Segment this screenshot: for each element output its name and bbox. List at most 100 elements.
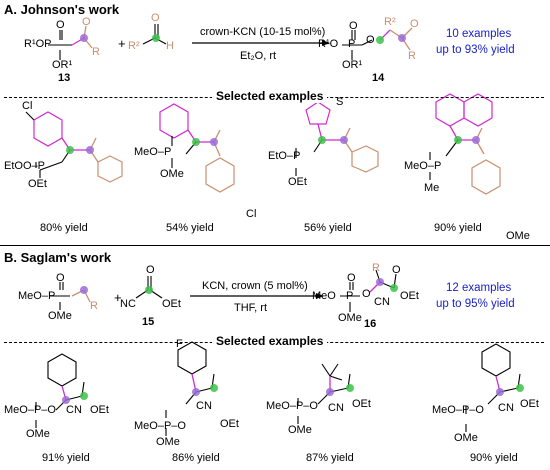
product-14-r1o: R¹O	[318, 38, 339, 50]
conditions-b-bottom: THF, rt	[234, 302, 267, 314]
reactant-b-ome: OMe	[48, 310, 72, 322]
example-a3-ester: EtO–P	[268, 150, 301, 162]
product-16-r: R	[372, 262, 380, 274]
example-b1-meo: MeO–P–O	[4, 404, 56, 416]
example-a4-yield: 90% yield	[434, 222, 482, 234]
selected-examples-b: Selected examples	[212, 334, 328, 348]
example-a1-yield: 80% yield	[40, 222, 88, 234]
examples-count-a: 10 examples	[446, 28, 512, 40]
reactant-b-meo: MeO–P	[18, 290, 56, 302]
example-b2-cn: CN	[196, 400, 212, 412]
example-b1-cn: CN	[66, 404, 82, 416]
example-b4-yield: 90% yield	[470, 452, 518, 464]
example-b4-meo: MeO–P–O	[432, 404, 484, 416]
reactant-13-r: R	[92, 46, 100, 58]
aldehyde-o: O	[151, 12, 160, 24]
reactant-15	[135, 276, 163, 299]
product-16-ome: OMe	[338, 312, 362, 324]
reactant-15-oet: OEt	[162, 298, 181, 310]
example-a1-oet: OEt	[28, 178, 47, 190]
example-a4-ester: MeO–P	[404, 160, 442, 172]
product-14	[342, 27, 413, 60]
conditions-a-bottom: Et₂O, rt	[240, 50, 277, 62]
yield-range-a: up to 93% yield	[436, 44, 515, 56]
examples-count-b: 12 examples	[446, 282, 512, 294]
reactant-13-ester: R¹OP	[24, 38, 52, 50]
example-a1-structure	[25, 111, 123, 183]
product-14-o: O	[349, 20, 358, 32]
reactant-b-o: O	[56, 272, 65, 284]
reactant-15-o: O	[146, 264, 155, 276]
example-b4-oet: OEt	[520, 398, 539, 410]
example-b4-structure	[465, 343, 524, 432]
example-b2-ome: OMe	[156, 436, 180, 448]
example-b2-yield: 86% yield	[172, 452, 220, 464]
example-a2-ester: MeO–P	[134, 146, 172, 158]
example-a4-me: Me	[424, 182, 440, 194]
example-b3-ome: OMe	[288, 424, 312, 436]
example-b1-structure	[35, 353, 88, 428]
reactant-13-number: 13	[58, 72, 71, 84]
example-b1-ome: OMe	[26, 428, 50, 440]
product-16-number: 16	[364, 318, 377, 330]
plus-b: +	[114, 290, 122, 305]
example-b3-yield: 87% yield	[306, 452, 354, 464]
example-b4-ome: OMe	[454, 432, 478, 444]
example-a2-ome: OMe	[160, 168, 184, 180]
reactant-13-carbonyl-o: O	[82, 16, 91, 28]
product-14-r: R	[408, 50, 416, 62]
product-14-or1: OR¹	[342, 59, 363, 71]
section-a-title: A. Johnson's work	[4, 2, 120, 17]
aldehyde	[142, 24, 167, 45]
example-a4-ome: OMe	[506, 230, 530, 242]
product-16	[340, 269, 398, 312]
example-a2-structure	[159, 103, 235, 193]
reactant-b-r: R	[90, 300, 98, 312]
example-b1-yield: 91% yield	[42, 452, 90, 464]
example-a3-structure	[295, 101, 379, 176]
example-a2-yield: 54% yield	[166, 222, 214, 234]
product-14-carbonyl-o: O	[410, 18, 419, 30]
reactant-15-number: 15	[142, 316, 155, 328]
example-b1-oet: OEt	[90, 404, 109, 416]
conditions-a-top: crown-KCN (10-15 mol%)	[200, 26, 326, 38]
example-a3-s: S	[336, 96, 344, 108]
product-16-carbonyl-o: O	[392, 264, 401, 276]
reactant-15-nc: NC	[120, 298, 136, 310]
selected-examples-a: Selected examples	[212, 89, 328, 103]
conditions-b-top: KCN, crown (5 mol%)	[202, 280, 308, 292]
example-a3-oet: OEt	[288, 176, 307, 188]
example-b2-f: F	[176, 338, 183, 350]
example-b3-structure	[297, 363, 354, 424]
yield-range-b: up to 95% yield	[436, 298, 515, 310]
example-a1-ester: EtOO–P	[4, 160, 45, 172]
aldehyde-h: H	[166, 40, 174, 52]
product-14-p: P	[348, 38, 356, 50]
product-16-o: O	[347, 272, 356, 284]
example-a3-yield: 56% yield	[304, 222, 352, 234]
example-a1-cl: Cl	[22, 100, 33, 112]
example-a2-cl: Cl	[246, 208, 257, 220]
reactant-13	[48, 25, 93, 60]
reactant-13-phosphoryl-o: O	[56, 19, 65, 31]
section-divider	[0, 245, 550, 246]
example-b3-cn: CN	[328, 402, 344, 414]
product-14-bridge-o: O	[366, 34, 375, 46]
example-b4-cn: CN	[498, 402, 514, 414]
example-b3-oet: OEt	[352, 398, 371, 410]
reactant-b	[50, 282, 91, 310]
product-16-meo: MeO	[312, 290, 336, 302]
product-16-p: P	[346, 290, 354, 302]
example-b3-meo: MeO–P–O	[266, 400, 318, 412]
example-b2-oet: OEt	[220, 418, 239, 430]
example-b2-meo: MeO–P–O	[134, 420, 186, 432]
reactant-13-or1: OR¹	[52, 59, 73, 71]
section-b-title: B. Saglam's work	[4, 250, 112, 265]
example-a4-structure	[429, 93, 501, 195]
product-16-cn: CN	[374, 296, 390, 308]
product-16-oet: OEt	[400, 290, 419, 302]
product-14-number: 14	[372, 72, 385, 84]
aldehyde-r2: R²	[128, 40, 140, 52]
product-14-r2: R²	[384, 16, 396, 28]
